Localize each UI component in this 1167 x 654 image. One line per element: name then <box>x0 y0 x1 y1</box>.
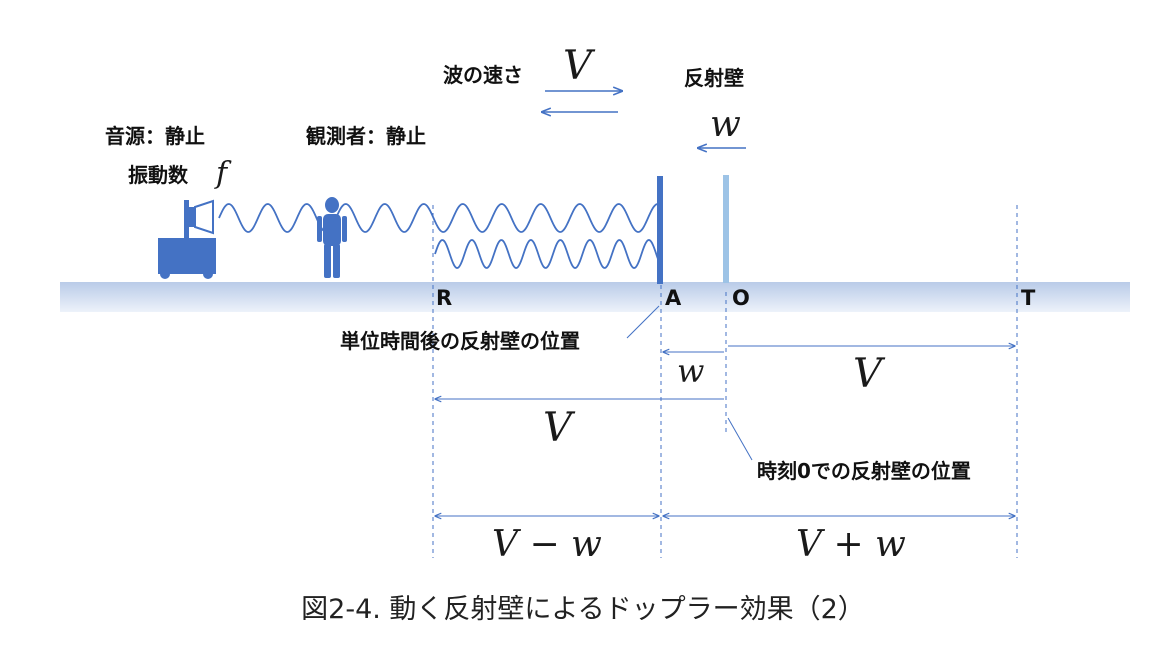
point-r: R <box>436 286 452 310</box>
point-t: T <box>1021 286 1036 310</box>
wall-after-unit-time <box>657 176 663 284</box>
figure-caption: 図2-4. 動く反射壁によるドップラー効果（2） <box>301 594 865 625</box>
leader-wall-zero <box>727 417 753 461</box>
source-label: 音源：静止 <box>105 124 205 148</box>
speaker-cart-icon <box>158 199 216 279</box>
wave-speed-label: 波の速さ <box>443 63 523 87</box>
leader-wall-after <box>626 305 660 339</box>
wall-after-label: 単位時間後の反射壁の位置 <box>340 329 580 353</box>
dim-ao-label: w <box>677 352 704 390</box>
wall-at-time-zero <box>723 175 729 283</box>
wall-label: 反射壁 <box>684 66 744 90</box>
frequency-symbol: f <box>214 156 232 191</box>
dim-ra-label: V <box>543 405 576 451</box>
observer-person-icon <box>317 197 347 278</box>
dim-at-plus-label: V + w <box>796 524 906 565</box>
ground <box>60 282 1130 312</box>
dim-ot-label: V <box>853 351 886 397</box>
wall-speed-symbol: w <box>710 104 741 145</box>
frequency-label: 振動数 <box>128 163 189 187</box>
point-o: O <box>732 286 750 310</box>
point-a: A <box>665 286 682 310</box>
wall-at-zero-label: 時刻0での反射壁の位置 <box>757 459 971 483</box>
dim-ra-minus-label: V − w <box>492 524 602 565</box>
reflected-wave <box>434 239 661 269</box>
observer-label: 観測者：静止 <box>306 124 426 148</box>
wave-speed-symbol: V <box>563 43 596 89</box>
incident-wave <box>218 203 661 233</box>
